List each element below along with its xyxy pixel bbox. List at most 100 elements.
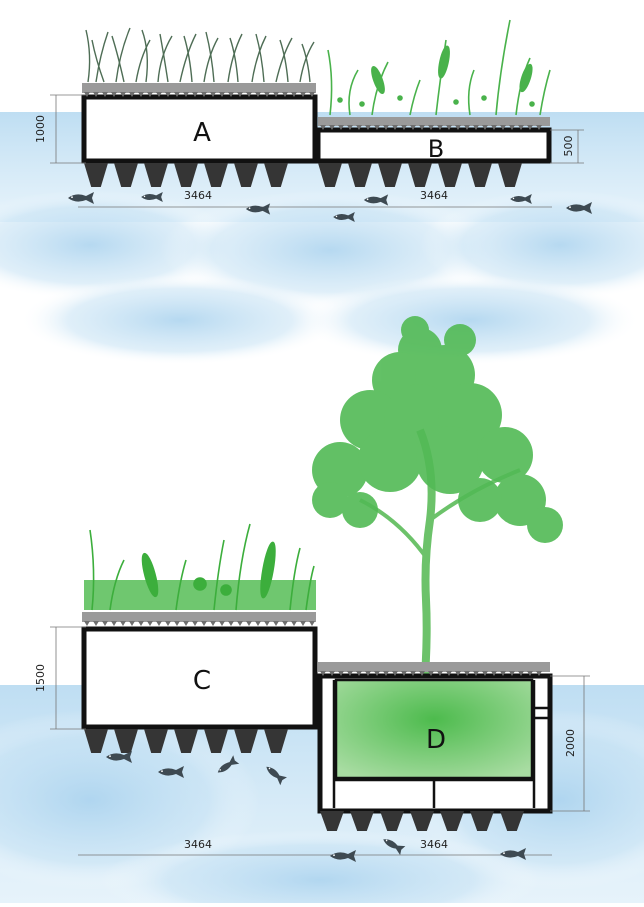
deck-tooth [174,621,180,626]
float-pontoon [144,729,168,753]
float-pontoon [500,811,524,831]
dim-height-a: 1000 [34,115,47,143]
deck-tooth [437,125,443,130]
module-b: B [315,117,552,164]
deck-tooth [228,621,234,626]
deck-tooth [210,621,216,626]
deck-tooth [383,125,389,130]
deck-tooth [518,125,524,130]
floats-top [84,163,522,187]
floats-bottom [84,729,524,831]
deck-tooth [509,671,515,676]
deck-tooth [446,125,452,130]
deck-tooth [410,125,416,130]
module-a-label: A [193,118,211,148]
deck-tooth [84,621,90,626]
deck-tooth [120,92,126,97]
deck-tooth [309,92,315,97]
deck-tooth [473,671,479,676]
module-d-label: D [426,725,446,755]
deck-tooth [329,671,335,676]
dim-height-c: 1500 [34,664,47,692]
deck-tooth [192,92,198,97]
deck-tooth [491,125,497,130]
deck-tooth [183,92,189,97]
float-pontoon [204,729,228,753]
dim-bottom-left-width: 3464 [184,838,212,851]
deck-tooth [365,125,371,130]
deck-tooth [428,125,434,130]
float-pontoon [264,163,288,187]
float-pontoon [318,163,342,187]
deck-tooth [255,92,261,97]
dim-top-right-width: 3464 [420,189,448,202]
deck-tooth [192,621,198,626]
deck-tooth [165,621,171,626]
deck-tooth [156,92,162,97]
float-pontoon [234,163,258,187]
dimension-lines-bottom [50,626,590,856]
deck-tooth [473,125,479,130]
deck-tooth [428,671,434,676]
deck-tooth [482,671,488,676]
deck-tooth [338,671,344,676]
deck-tooth [300,92,306,97]
deck-tooth [273,92,279,97]
float-pontoon [440,811,464,831]
float-pontoon [84,729,108,753]
float-pontoon [204,163,228,187]
deck-tooth [338,125,344,130]
float-pontoon [350,811,374,831]
deck-tooth [401,671,407,676]
dim-height-b: 500 [562,136,575,157]
float-pontoon [114,729,138,753]
float-pontoon [438,163,462,187]
deck-tooth [228,92,234,97]
deck-tooth [102,92,108,97]
deck-tooth [264,92,270,97]
deck-tooth [347,125,353,130]
deck-tooth [84,92,90,97]
deck-tooth [147,92,153,97]
module-a: A [81,83,318,164]
deck-tooth [491,671,497,676]
deck-tooth [500,671,506,676]
float-pontoon [234,729,258,753]
float-pontoon [174,729,198,753]
deck-tooth [374,125,380,130]
deck-tooth [291,92,297,97]
deck-tooth [174,92,180,97]
module-c-label: C [193,666,211,696]
deck-teeth [84,92,542,676]
deck-tooth [111,621,117,626]
float-pontoon [114,163,138,187]
float-pontoon [144,163,168,187]
float-pontoon [264,729,288,753]
deck-tooth [138,621,144,626]
deck-tooth [419,671,425,676]
float-pontoon [410,811,434,831]
float-pontoon [380,811,404,831]
deck-tooth [93,621,99,626]
float-pontoon [470,811,494,831]
module-c: C [81,612,318,730]
float-pontoon [468,163,492,187]
deck-tooth [282,621,288,626]
deck-tooth [392,671,398,676]
deck-tooth [374,671,380,676]
deck-tooth [509,125,515,130]
deck-tooth [300,621,306,626]
float-pontoon [348,163,372,187]
dimension-lines-top [50,94,584,208]
deck-tooth [309,621,315,626]
deck-tooth [156,621,162,626]
deck-tooth [129,621,135,626]
float-pontoon [320,811,344,831]
deck-tooth [446,671,452,676]
deck-tooth [246,92,252,97]
deck-tooth [356,125,362,130]
deck-tooth [273,621,279,626]
deck-tooth [347,671,353,676]
